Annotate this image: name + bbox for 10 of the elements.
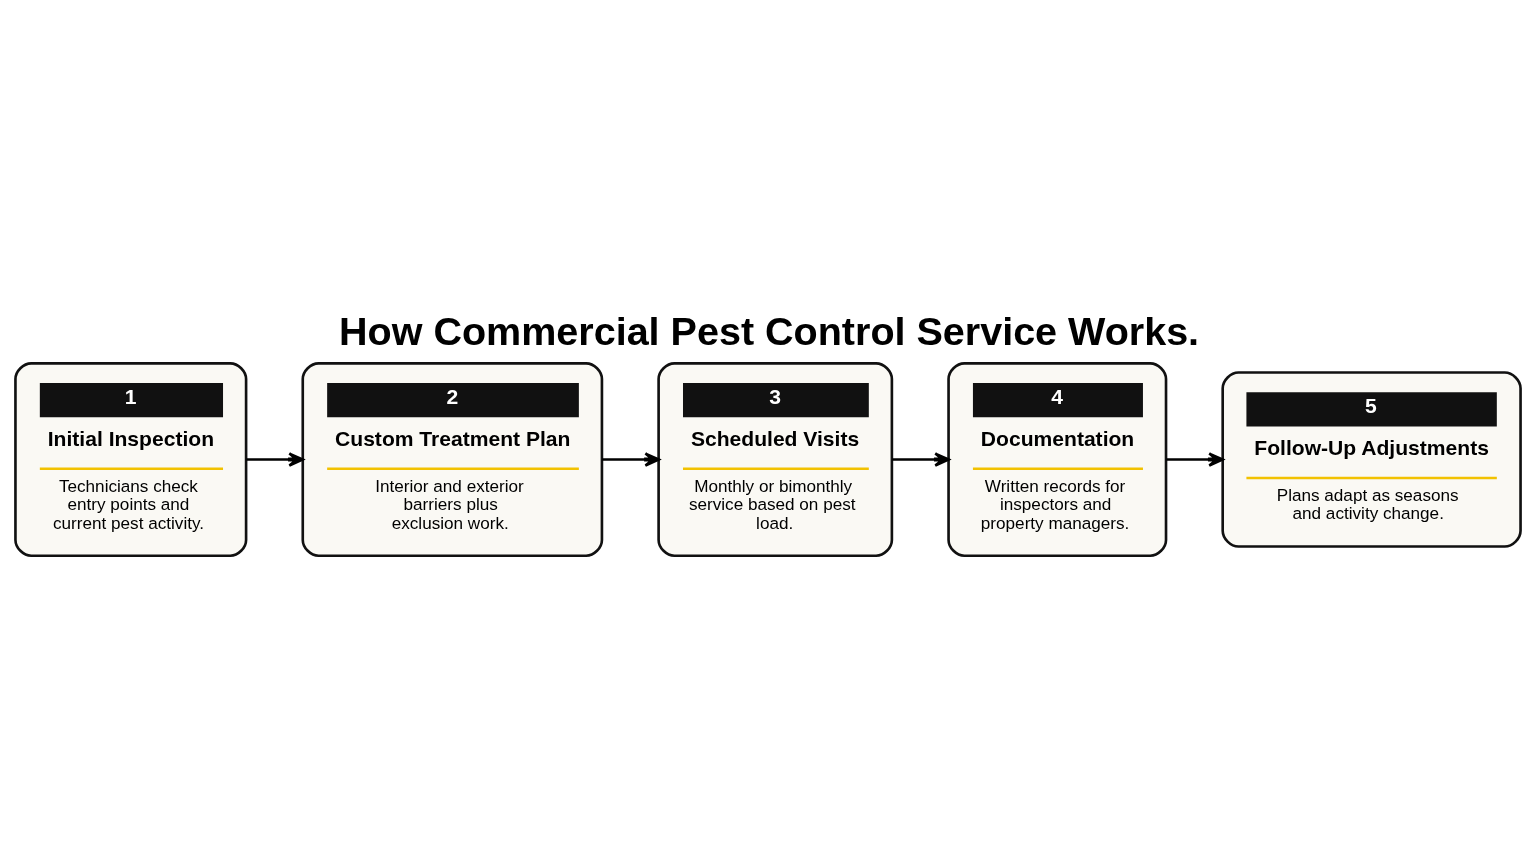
node-box: 2 Custom Treatment Plan Interior and exterior barriers plus exclusion work. bbox=[301, 361, 604, 557]
node-box: 4 Documentation Written records for inspectors and property managers. bbox=[947, 361, 1168, 557]
arrow bbox=[892, 451, 950, 467]
node-box: 1 Initial Inspection Technicians check entry points and current pest activity. bbox=[14, 361, 248, 557]
node-box: 5 Follow-Up Adjustments Plans adapt as seasons and activity change. bbox=[1221, 370, 1522, 548]
arrow bbox=[1166, 451, 1224, 467]
arrow bbox=[602, 451, 660, 467]
arrow bbox=[246, 451, 304, 467]
diagram-title: How Commercial Pest Control Service Works. bbox=[339, 308, 1200, 353]
node-box: 3 Scheduled Visits Monthly or bimonthly service based on pest load. bbox=[657, 361, 894, 557]
